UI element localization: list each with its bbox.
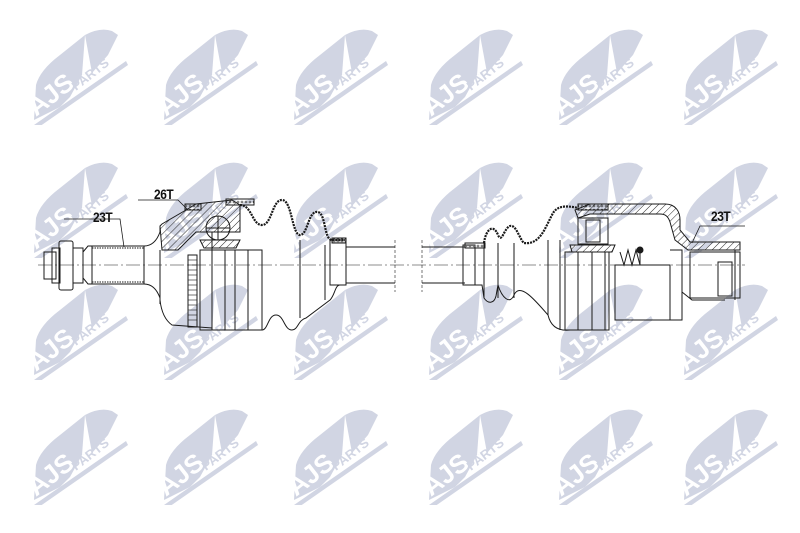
outer-cv-joint bbox=[159, 198, 263, 331]
label-outer-spline-23t: 23T bbox=[93, 209, 113, 225]
outer-boot bbox=[239, 198, 347, 331]
inner-boot bbox=[462, 205, 600, 331]
leader-lines bbox=[64, 199, 745, 248]
shaft-left bbox=[346, 240, 396, 292]
label-abs-ring-26t: 26T bbox=[154, 186, 174, 202]
shaft-right bbox=[421, 240, 465, 292]
outer-stub-axle bbox=[43, 226, 161, 304]
label-inner-spline-23t: 23T bbox=[711, 208, 731, 224]
inner-tripod-joint bbox=[564, 203, 741, 331]
